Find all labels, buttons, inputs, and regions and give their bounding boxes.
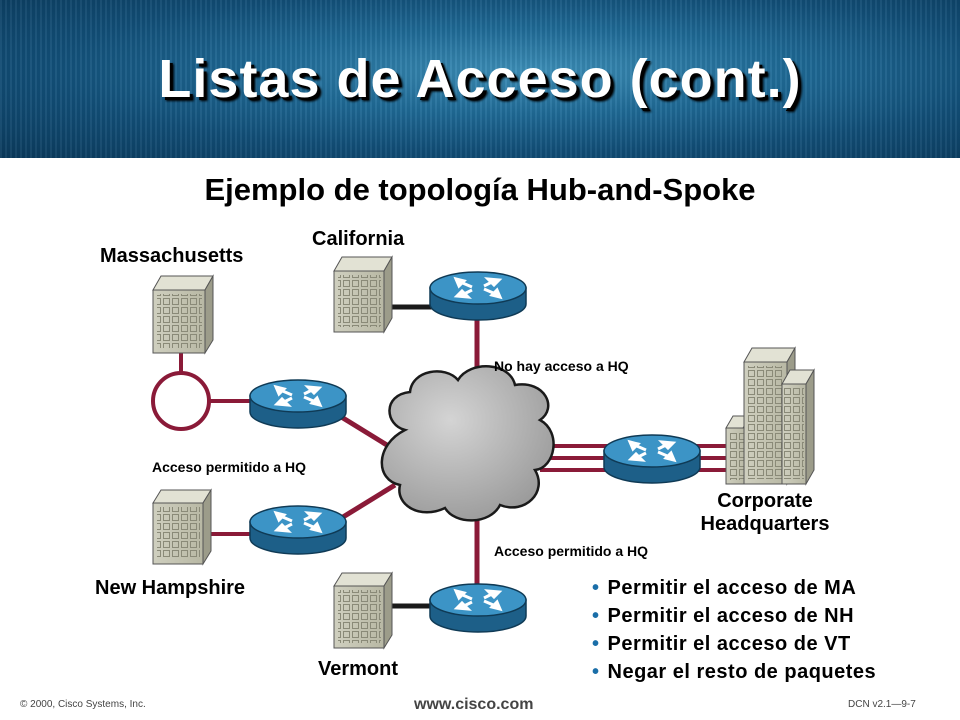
building-icon-new-hampshire bbox=[152, 488, 212, 566]
note-access-bottom: Acceso permitido a HQ bbox=[494, 543, 649, 559]
router-icon-headquarters bbox=[603, 434, 701, 484]
headquarters-label-line1: Corporate bbox=[717, 490, 813, 512]
slide-subtitle: Ejemplo de topología Hub-and-Spoke bbox=[204, 172, 756, 207]
bullet-icon: • bbox=[592, 633, 600, 655]
footer-url: www.cisco.com bbox=[414, 696, 534, 713]
bullet-icon: • bbox=[592, 661, 600, 683]
headquarters-label-line2: Headquarters bbox=[700, 513, 830, 535]
router-icon-new-hampshire bbox=[249, 505, 347, 555]
wan-cloud-icon bbox=[380, 365, 555, 522]
site-label-massachusetts: Massachusetts bbox=[100, 245, 244, 267]
building-icon-headquarters bbox=[725, 346, 815, 486]
building-icon-vermont bbox=[333, 571, 393, 650]
bullet-icon: • bbox=[592, 605, 600, 627]
token-ring bbox=[151, 371, 211, 431]
note-access-left: Acceso permitido a HQ bbox=[152, 459, 307, 475]
bullet-text: Permitir el acceso de NH bbox=[607, 605, 855, 627]
site-label-california: California bbox=[312, 228, 405, 250]
bullet-text: Permitir el acceso de MA bbox=[607, 577, 857, 599]
note-no-access: No hay acceso a HQ bbox=[494, 358, 629, 374]
building-icon-massachusetts bbox=[152, 274, 214, 355]
title-banner bbox=[0, 0, 960, 158]
router-icon-california bbox=[429, 271, 527, 321]
site-label-new-hampshire: New Hampshire bbox=[95, 577, 246, 599]
list-item: • Permitir el acceso de MA bbox=[592, 574, 876, 602]
router-icon-massachusetts bbox=[249, 379, 347, 429]
bullet-text: Negar el resto de paquetes bbox=[607, 661, 877, 683]
banner-texture bbox=[0, 0, 960, 158]
list-item: • Negar el resto de paquetes bbox=[592, 658, 876, 686]
site-label-vermont: Vermont bbox=[318, 658, 399, 680]
slide-title: Listas de Acceso (cont.) bbox=[158, 49, 802, 109]
footer-copyright: © 2000, Cisco Systems, Inc. bbox=[20, 699, 146, 710]
bullet-text: Permitir el acceso de VT bbox=[607, 633, 851, 655]
footer-course-code: DCN v2.1—9-7 bbox=[848, 699, 916, 710]
list-item: • Permitir el acceso de NH bbox=[592, 602, 876, 630]
access-rules-list: • Permitir el acceso de MA • Permitir el a… bbox=[592, 574, 876, 686]
list-item: • Permitir el acceso de VT bbox=[592, 630, 876, 658]
router-icon-vermont bbox=[429, 583, 527, 633]
bullet-icon: • bbox=[592, 577, 600, 599]
site-label-headquarters: Corporate Headquarters bbox=[690, 490, 840, 536]
building-icon-california bbox=[333, 255, 393, 334]
